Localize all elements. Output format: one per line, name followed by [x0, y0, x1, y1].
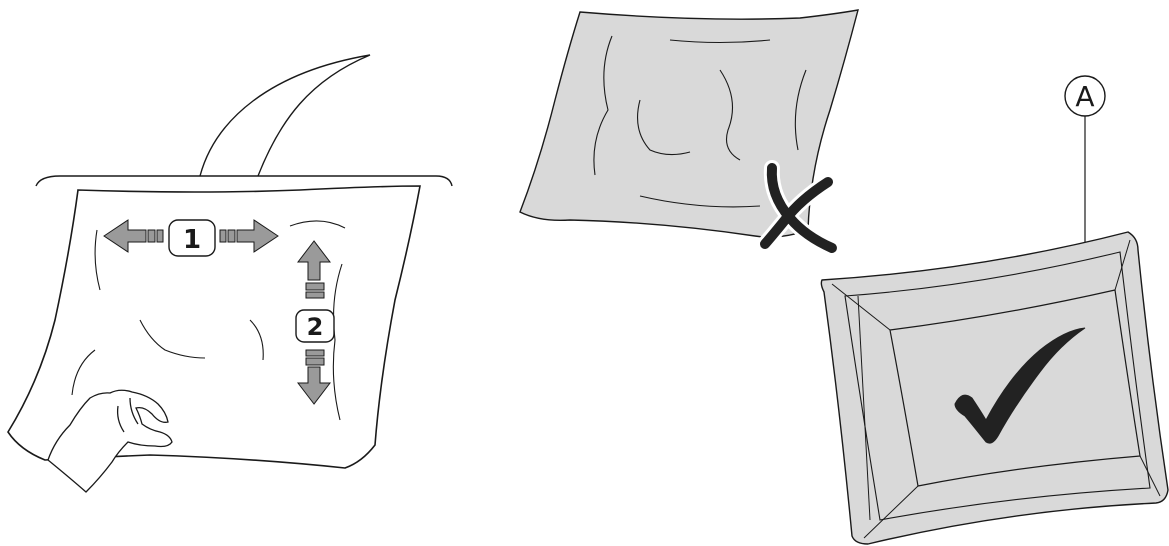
arrow-up-seg2	[306, 292, 324, 298]
arrow-left-seg1	[148, 230, 155, 242]
wrong-pillow-panel	[520, 10, 858, 248]
arrow-right-seg2	[228, 230, 235, 242]
arrow-down-seg2	[306, 358, 324, 365]
motion-swoosh	[200, 55, 370, 176]
surface-line	[36, 176, 452, 186]
fluffing-panel: 1 2	[8, 55, 452, 492]
step-2-label: 2	[307, 313, 324, 341]
correct-pillow-panel: A	[821, 76, 1168, 544]
arrow-right-seg1	[220, 230, 226, 242]
step-1-label: 1	[183, 225, 201, 255]
callout-label: A	[1075, 80, 1094, 113]
arrow-up-seg1	[306, 283, 324, 290]
arrow-left-seg2	[157, 230, 163, 242]
arrow-down-seg1	[306, 350, 324, 356]
